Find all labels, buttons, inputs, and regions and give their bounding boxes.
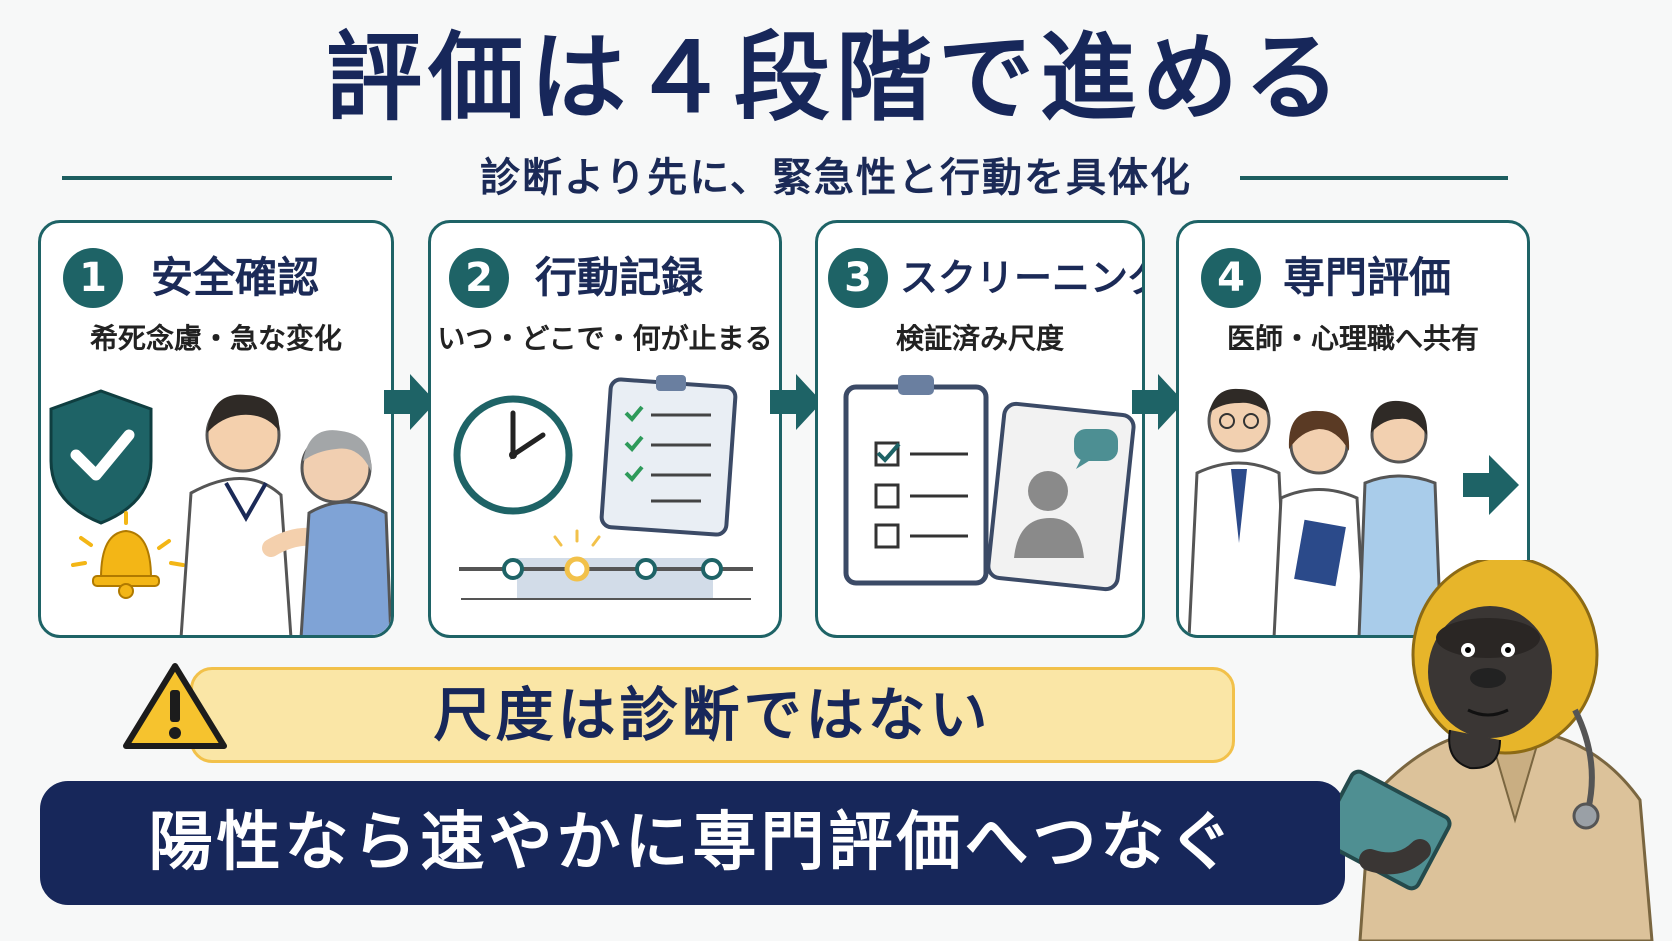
step-description: 医師・心理職へ共有 xyxy=(1226,322,1479,355)
psychologist-figure xyxy=(1272,410,1367,635)
shield-check-icon xyxy=(49,389,153,525)
medical-team-illustration xyxy=(1187,388,1519,635)
clipboard-icon xyxy=(599,375,738,537)
arrow-right-icon xyxy=(1463,455,1519,515)
conclusion-banner xyxy=(40,781,1345,905)
behavior-log-illustration xyxy=(453,375,753,600)
step-number-badge: 3 xyxy=(828,248,888,308)
step-description: 希死念慮・急な変化 xyxy=(89,322,342,355)
caregiver-figure xyxy=(179,394,328,635)
warning-triangle-icon xyxy=(123,663,227,749)
arrow-right-icon xyxy=(770,374,822,430)
clock-icon xyxy=(453,395,573,515)
warning-banner xyxy=(190,667,1235,763)
step-number-badge: 2 xyxy=(449,248,509,308)
bell-icon xyxy=(71,511,185,599)
step-number-badge: 1 xyxy=(63,248,123,308)
clipboard-icon xyxy=(843,375,989,586)
step-title: 安全確認 xyxy=(151,253,320,302)
step-card-safety: 1 安全確認 希死念慮・急な変化 xyxy=(38,220,394,638)
page-title: 評価は４段階で進める xyxy=(326,22,1346,134)
doctor-figure xyxy=(1187,388,1289,635)
step-title: 専門評価 xyxy=(1283,253,1452,302)
step-title: 行動記録 xyxy=(535,253,704,302)
step-number-badge: 4 xyxy=(1201,248,1261,308)
timeline-icon xyxy=(459,529,753,600)
page-subtitle: 診断より先に、緊急性と行動を具体化 xyxy=(480,155,1192,201)
conclusion-text: 陽性なら速やかに専門評価へつなぐ xyxy=(148,806,1237,880)
elderly-patient-figure xyxy=(299,430,391,635)
chat-avatar-icon xyxy=(986,401,1136,592)
subtitle-divider-left xyxy=(62,176,392,180)
step-title: スクリーニング xyxy=(900,256,1145,300)
step-description: 検証済み尺度 xyxy=(895,322,1064,355)
step-description: いつ・どこで・何が止まる xyxy=(437,322,773,355)
screening-illustration xyxy=(843,375,1136,592)
gorilla-doctor-mascot xyxy=(1340,560,1654,941)
warning-text: 尺度は診断ではない xyxy=(433,681,992,749)
subtitle-divider-right xyxy=(1240,176,1508,180)
step-card-screening: 3 スクリーニング 検証済み尺度 xyxy=(815,220,1145,638)
nurse-figure xyxy=(1357,400,1443,635)
step-card-behavior-log: 2 行動記録 いつ・どこで・何が止まる xyxy=(428,220,782,638)
arrow-right-icon xyxy=(384,374,436,430)
safety-check-illustration xyxy=(49,389,391,635)
arrow-right-icon xyxy=(1132,374,1184,430)
